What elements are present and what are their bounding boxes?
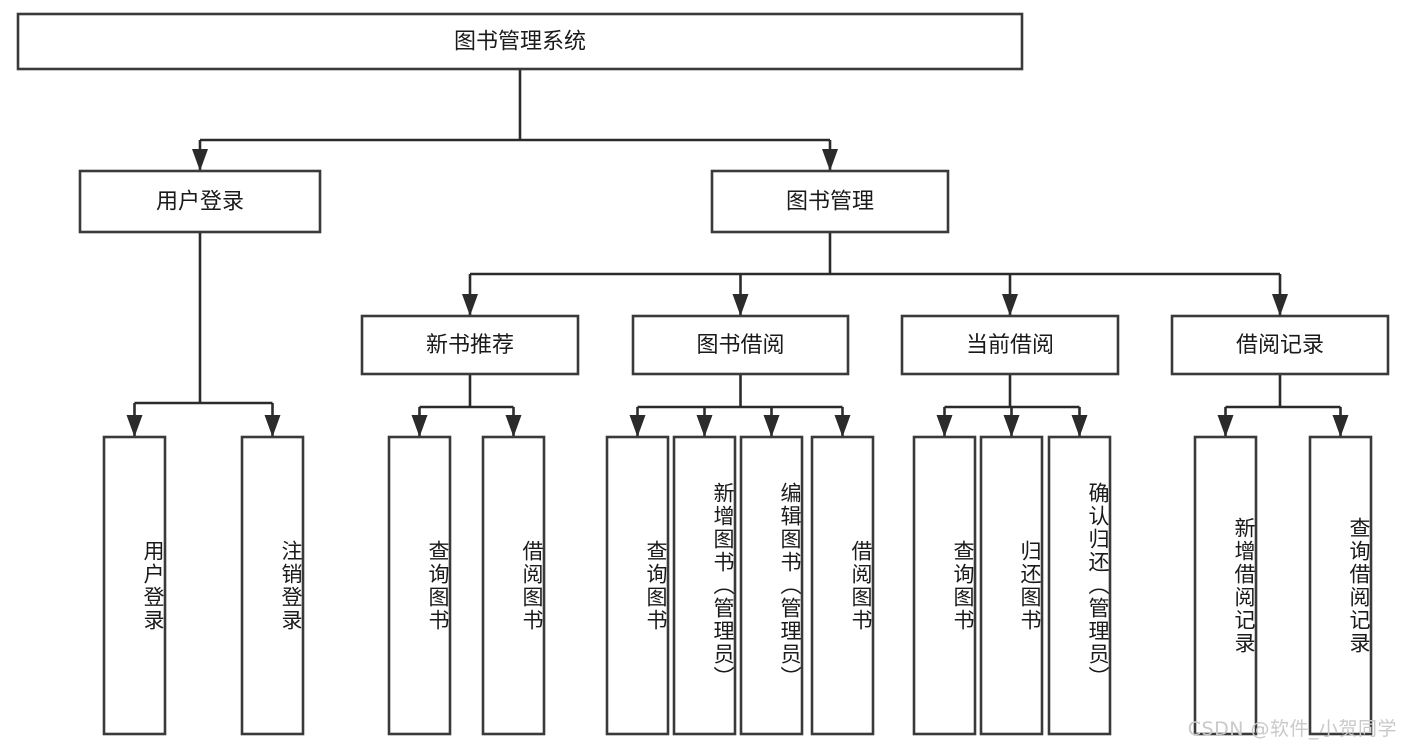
node-leaf-borrow-book-2[interactable]	[810, 435, 875, 736]
node-root[interactable]	[16, 12, 1024, 71]
arrow-head-icon	[732, 294, 749, 316]
arrow-head-icon	[1071, 415, 1088, 437]
node-leaf-confirm-return-admin[interactable]	[1047, 435, 1112, 736]
node-root-label: 图书管理系统	[454, 30, 586, 55]
node-leaf-borrow-book-1[interactable]	[481, 435, 546, 736]
connectors-layer	[126, 69, 1349, 437]
node-borrow-record[interactable]	[1170, 314, 1390, 376]
arrow-head-icon	[462, 294, 478, 316]
arrow-head-icon	[936, 415, 953, 437]
node-leaf-add-book-admin[interactable]	[672, 435, 737, 736]
node-user-login-label: 用户登录	[156, 190, 244, 215]
boxes-layer	[16, 12, 1390, 736]
arrow-head-icon	[696, 415, 713, 437]
node-leaf-add-borrow-record[interactable]	[1193, 435, 1258, 736]
node-leaf-query-book-3[interactable]	[912, 435, 977, 736]
node-leaf-edit-book-admin[interactable]	[739, 435, 804, 736]
arrow-head-icon	[1332, 415, 1349, 437]
node-leaf-user-login[interactable]	[102, 435, 167, 736]
node-leaf-logout-login[interactable]	[240, 435, 305, 736]
node-leaf-return-book[interactable]	[979, 435, 1044, 736]
arrow-head-icon	[264, 415, 281, 437]
arrow-head-icon	[763, 415, 780, 437]
node-current-borrow[interactable]	[900, 314, 1120, 376]
node-borrow-record-label: 借阅记录	[1236, 333, 1324, 358]
arrow-head-icon	[1217, 415, 1234, 437]
arrow-head-icon	[126, 415, 143, 437]
node-book-manage[interactable]	[710, 169, 950, 234]
node-book-manage-label: 图书管理	[786, 190, 874, 215]
node-leaf-query-book-1[interactable]	[387, 435, 452, 736]
node-leaf-query-borrow-record[interactable]	[1308, 435, 1373, 736]
node-current-borrow-label: 当前借阅	[966, 333, 1054, 358]
arrow-head-icon	[505, 415, 522, 437]
node-leaf-query-book-2[interactable]	[605, 435, 670, 736]
node-new-book-recommend-label: 新书推荐	[426, 333, 514, 358]
node-new-book-recommend[interactable]	[360, 314, 580, 376]
arrow-head-icon	[1003, 415, 1020, 437]
arrow-head-icon	[411, 415, 428, 437]
node-book-borrow-label: 图书借阅	[696, 333, 784, 358]
arrow-head-icon	[834, 415, 851, 437]
arrow-head-icon	[822, 149, 838, 171]
node-book-borrow[interactable]	[631, 314, 850, 376]
watermark: CSDN @软件_小贺同学	[1187, 718, 1397, 740]
arrow-head-icon	[629, 415, 646, 437]
arrow-head-icon	[1272, 294, 1288, 316]
arrow-head-icon	[1002, 294, 1018, 316]
node-user-login[interactable]	[78, 169, 322, 234]
arrow-head-icon	[192, 149, 208, 171]
